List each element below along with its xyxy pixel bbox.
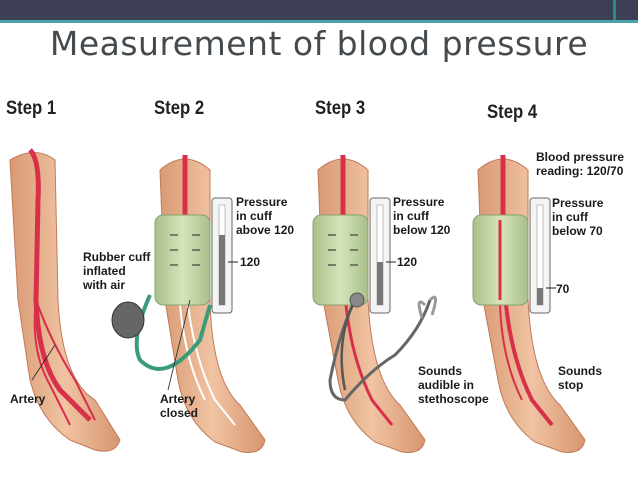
- cuff-step-2: [154, 214, 211, 306]
- sounds-audible-label: Sounds audible in stethoscope: [418, 364, 489, 406]
- stethoscope-chestpiece: [349, 292, 365, 308]
- bp-reading-label: Blood pressure reading: 120/70: [536, 150, 625, 178]
- artery-closed-label: Artery closed: [160, 392, 199, 420]
- arm-step-3: [312, 155, 437, 453]
- pressure-below-70-label: Pressure in cuff below 70: [552, 196, 604, 238]
- arm-step-2: [111, 155, 266, 453]
- step-3-label: Step 3: [315, 98, 366, 119]
- rubber-cuff-label: Rubber cuff inflated with air: [83, 250, 151, 292]
- step-2-label: Step 2: [154, 98, 205, 119]
- pressure-below-120-label: Pressure in cuff below 120: [393, 195, 451, 237]
- slide-top-bar: [0, 0, 638, 20]
- pressure-above-120-label: Pressure in cuff above 120: [236, 195, 295, 237]
- step-1-label: Step 1: [6, 98, 57, 119]
- arm-step-1: [9, 148, 121, 452]
- slide-title: Measurement of blood pressure: [49, 24, 589, 63]
- value-70-step-4: 70: [556, 282, 570, 296]
- sounds-stop-label: Sounds stop: [558, 364, 602, 392]
- cuff-step-3: [312, 214, 369, 306]
- value-120-step-2: 120: [240, 255, 261, 269]
- step-4-label: Step 4: [487, 102, 538, 123]
- value-120-step-3: 120: [397, 255, 418, 269]
- slide-top-accent: [613, 0, 616, 20]
- slide-title-underline: [0, 20, 638, 23]
- artery-label: Artery: [10, 392, 46, 406]
- arm-step-4: [472, 155, 586, 453]
- stethoscope-tube: [328, 299, 432, 402]
- inflation-bulb: [111, 301, 145, 339]
